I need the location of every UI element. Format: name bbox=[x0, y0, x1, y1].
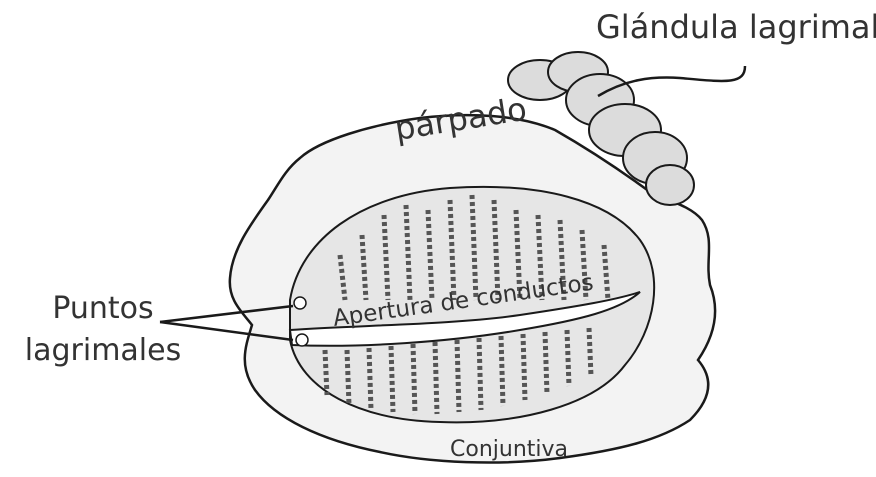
label-conjuntiva: Conjuntiva bbox=[450, 437, 568, 462]
label-puntos-line1: Puntos bbox=[18, 288, 188, 330]
label-glandula-lagrimal: Glándula lagrimal bbox=[596, 8, 876, 46]
label-puntos-lagrimales: Puntos lagrimales bbox=[18, 288, 188, 372]
upper-punctum bbox=[294, 297, 306, 309]
label-puntos-line2: lagrimales bbox=[18, 330, 188, 372]
lower-punctum bbox=[296, 334, 308, 346]
